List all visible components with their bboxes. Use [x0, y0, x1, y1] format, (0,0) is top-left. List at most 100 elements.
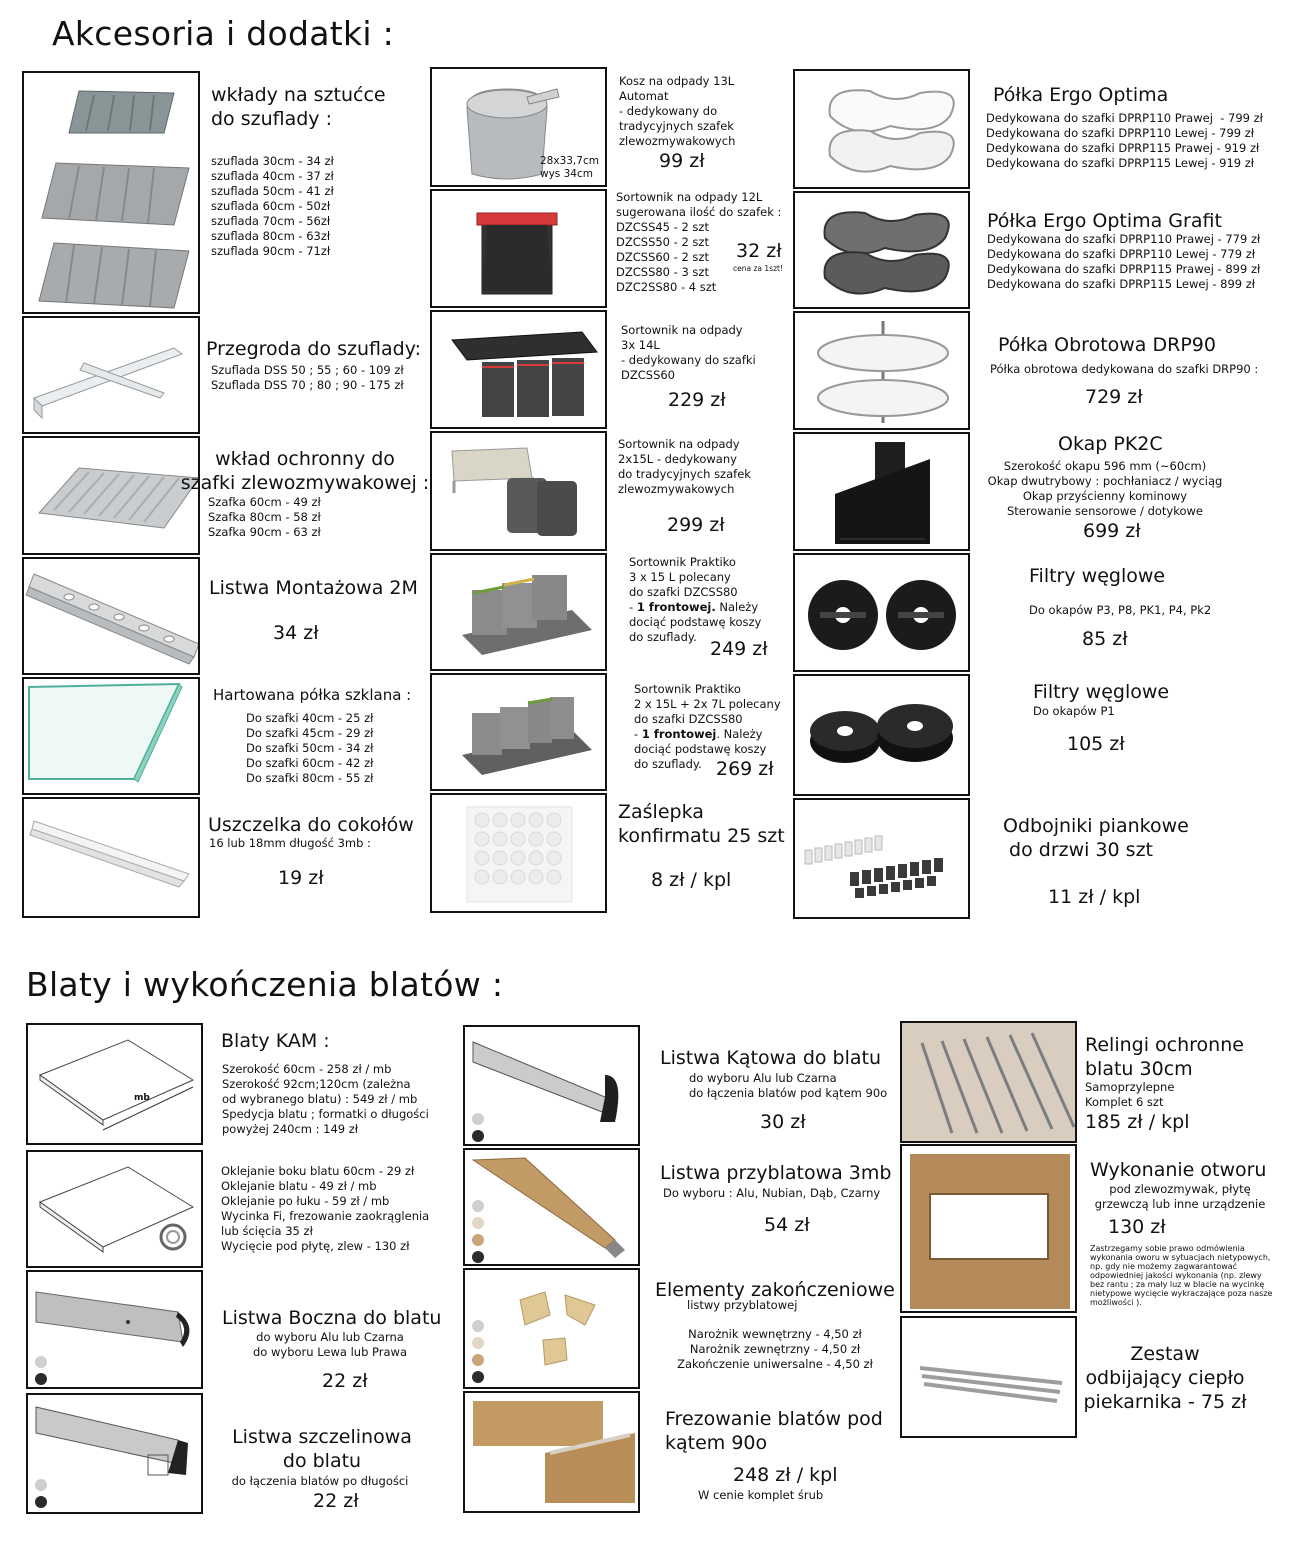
sorter-2x15l-price: 299 zł	[667, 514, 725, 536]
plinth-seal-price: 19 zł	[278, 867, 324, 889]
sorter-praktiko-2x15-desc: Sortownik Praktiko 2 x 15L + 2x 7L polec…	[634, 682, 781, 771]
carbon-filters-p1-title: Filtry węglowe	[1033, 681, 1170, 703]
image-end-elements	[463, 1268, 640, 1389]
heat-deflector-title: Zestaw odbijający ciepło piekarnika - 75…	[1083, 1343, 1247, 1413]
color-swatch-black[interactable]	[35, 1496, 47, 1508]
color-swatch-alu[interactable]	[472, 1113, 484, 1125]
worktop-strip-price: 54 zł	[764, 1214, 810, 1236]
hood-price: 699 zł	[1083, 520, 1141, 542]
mounting-strip-title: Listwa Montażowa 2M	[209, 577, 418, 599]
color-swatch-alu[interactable]	[472, 1320, 484, 1332]
color-swatch-black[interactable]	[472, 1371, 484, 1383]
image-drawer-divider	[22, 316, 200, 434]
carbon-filters-sub: Do okapów P3, P8, PK1, P4, Pk2	[1029, 603, 1212, 617]
section-title-worktops: Blaty i wykończenia blatów :	[26, 965, 504, 1004]
divider-title: Przegroda do szuflady:	[206, 338, 421, 360]
image-ergo-optima	[793, 69, 970, 189]
waste-bin-dims: 28x33,7cm wys 34cm	[540, 155, 599, 180]
color-swatch-alu[interactable]	[35, 1479, 47, 1491]
color-swatch-alu[interactable]	[35, 1356, 47, 1368]
corner-strip-price: 30 zł	[760, 1111, 806, 1133]
worktop-mb-label: mb	[134, 1093, 150, 1103]
edge-banding-prices: Oklejanie boku blatu 60cm - 29 zł Okleja…	[221, 1164, 430, 1253]
color-swatch-black[interactable]	[472, 1130, 484, 1142]
plinth-seal-sub: 16 lub 18mm długość 3mb :	[209, 836, 371, 850]
color-swatch-oak[interactable]	[472, 1234, 484, 1246]
color-swatch-nubian[interactable]	[472, 1337, 484, 1349]
hood-specs: Szerokość okapu 596 mm (~60cm) Okap dwut…	[987, 459, 1223, 518]
worktop-kam-prices: Szerokość 60cm - 258 zł / mb Szerokość 9…	[222, 1062, 429, 1136]
worktop-kam-title: Blaty KAM :	[221, 1030, 330, 1052]
carbon-filters-title: Filtry węglowe	[1029, 565, 1166, 587]
side-strip-price: 22 zł	[322, 1370, 368, 1392]
end-elements-prices: Narożnik wewnętrzny - 4,50 zł Narożnik z…	[677, 1327, 873, 1371]
end-elements-sub0: listwy przyblatowej	[687, 1298, 798, 1312]
image-sink-liner	[22, 436, 200, 555]
sorter-12l-desc: Sortownik na odpady 12L sugerowana ilość…	[616, 190, 782, 294]
joining-strip-title: Listwa szczelinowa do blatu	[232, 1426, 412, 1472]
color-swatch-black[interactable]	[35, 1373, 47, 1385]
milling-price: 248 zł / kpl	[733, 1464, 838, 1486]
image-hood-pk2c	[793, 432, 970, 551]
carbon-filters-price: 85 zł	[1082, 628, 1128, 650]
sink-liner-title: wkład ochronny do szafki zlewozmywakowej…	[180, 448, 430, 494]
color-swatch-black[interactable]	[472, 1251, 484, 1263]
waste-bin-13l-desc: Kosz na odpady 13L Automat - dedykowany …	[619, 74, 736, 148]
railings-title: Relingi ochronne blatu 30cm	[1085, 1034, 1244, 1080]
cutlery-title: wkłady na sztućce do szuflady :	[211, 84, 386, 130]
ergo-optima-prices: Dedykowana do szafki DPRP110 Prawej - 79…	[986, 111, 1263, 170]
sorter-2x15l-desc: Sortownik na odpady 2x15L - dedykowany d…	[618, 437, 751, 496]
image-sorter-2x15l	[430, 431, 607, 551]
image-sorter-12l	[430, 189, 607, 308]
side-strip-sub: do wyboru Alu lub Czarna do wyboru Lewa …	[253, 1330, 407, 1359]
ergo-grafit-prices: Dedykowana do szafki DPRP110 Prawej - 77…	[987, 232, 1261, 291]
cutlery-prices: szuflada 30cm - 34 zł szuflada 40cm - 37…	[211, 154, 334, 258]
milling-sub: W cenie komplet śrub	[698, 1488, 824, 1502]
glass-shelf-title: Hartowana półka szklana :	[213, 686, 412, 704]
image-worktop-kam: mb	[26, 1023, 203, 1145]
worktop-strip-title: Listwa przyblatowa 3mb	[660, 1162, 892, 1184]
image-foam-bumpers	[793, 798, 970, 919]
image-mounting-strip	[22, 557, 200, 675]
image-milling	[463, 1391, 640, 1513]
color-swatch-oak[interactable]	[472, 1354, 484, 1366]
side-strip-title: Listwa Boczna do blatu	[222, 1307, 442, 1329]
railings-price: 185 zł / kpl	[1085, 1111, 1190, 1133]
cutout-note: Zastrzegamy sobie prawo odmówienia wykon…	[1090, 1244, 1273, 1307]
image-waste-bin-13l: 28x33,7cm wys 34cm	[430, 67, 607, 187]
image-railings	[900, 1021, 1077, 1143]
image-plinth-seal	[22, 797, 200, 918]
image-glass-shelf	[22, 677, 200, 795]
end-elements-title: Elementy zakończeniowe	[655, 1279, 895, 1301]
corner-strip-title: Listwa Kątowa do blatu	[660, 1047, 882, 1069]
carbon-filters-p1-price: 105 zł	[1067, 733, 1125, 755]
sorter-3x14l-desc: Sortownik na odpady 3x 14L - dedykowany …	[621, 323, 756, 382]
image-rotary-shelf	[793, 311, 970, 430]
ergo-optima-title: Półka Ergo Optima	[993, 84, 1169, 106]
sorter-12l-price: 32 zł	[736, 240, 782, 262]
sorter-praktiko-2x15-price: 269 zł	[716, 758, 774, 780]
railings-sub: Samoprzylepne Komplet 6 szt	[1085, 1080, 1175, 1109]
image-edge-banding	[26, 1150, 203, 1268]
image-corner-strip	[463, 1025, 640, 1146]
image-sorter-praktiko-2x15	[430, 673, 607, 791]
hood-title: Okap PK2C	[1058, 433, 1163, 455]
sink-liner-prices: Szafka 60cm - 49 zł Szafka 80cm - 58 zł …	[208, 495, 321, 539]
foam-bumpers-price: 11 zł / kpl	[1048, 886, 1141, 908]
cutout-title: Wykonanie otworu	[1090, 1159, 1267, 1181]
sorter-praktiko-3x15-desc: Sortownik Praktiko 3 x 15 L polecany do …	[629, 555, 762, 644]
foam-bumpers-title: Odbojniki piankowe do drzwi 30 szt	[1003, 815, 1189, 861]
color-swatch-alu[interactable]	[472, 1200, 484, 1212]
corner-strip-sub: do wyboru Alu lub Czarna do łączenia bla…	[689, 1071, 888, 1100]
divider-prices: Szuflada DSS 50 ; 55 ; 60 - 109 zł Szufl…	[211, 363, 404, 392]
joining-strip-price: 22 zł	[313, 1490, 359, 1512]
image-cutlery-inserts	[22, 71, 200, 314]
sorter-praktiko-3x15-price: 249 zł	[710, 638, 768, 660]
cutout-price: 130 zł	[1108, 1216, 1166, 1238]
ergo-grafit-title: Półka Ergo Optima Grafit	[987, 210, 1222, 232]
mounting-strip-price: 34 zł	[273, 622, 319, 644]
image-worktop-strip	[463, 1148, 640, 1266]
image-joining-strip	[26, 1393, 203, 1514]
sorter-3x14l-price: 229 zł	[668, 389, 726, 411]
color-swatch-nubian[interactable]	[472, 1217, 484, 1229]
